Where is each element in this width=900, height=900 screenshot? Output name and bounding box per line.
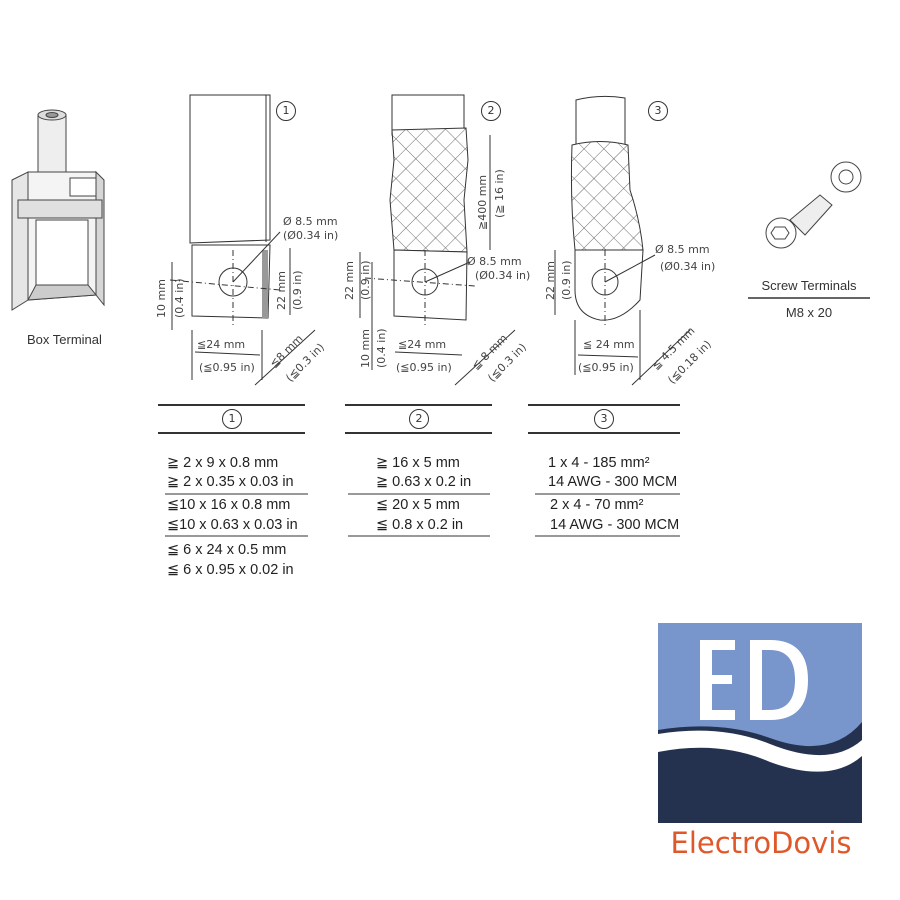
spec-row: 14 AWG - 300 MCM bbox=[548, 474, 678, 490]
height-mm: 22 mm bbox=[544, 261, 557, 300]
spec-row: ≦ 6 x 0.95 x 0.02 in bbox=[167, 562, 294, 578]
width-mm: ≦24 mm bbox=[398, 338, 447, 351]
width-mm: ≦ 24 mm bbox=[583, 338, 635, 351]
drawing-1-number: 1 bbox=[276, 101, 296, 121]
height-in: (0.9 in) bbox=[560, 260, 573, 300]
drawing-2-number: 2 bbox=[481, 101, 501, 121]
spec-row: 2 x 4 - 70 mm² bbox=[550, 497, 644, 513]
box-terminal-label: Box Terminal bbox=[27, 332, 102, 347]
box-terminal-drawing bbox=[11, 109, 105, 311]
flat-bar-drawing bbox=[169, 94, 316, 386]
hole-diameter-mm: Ø 8.5 mm bbox=[467, 255, 522, 268]
hole-diameter-mm: Ø 8.5 mm bbox=[283, 215, 338, 228]
screw-drawing bbox=[765, 161, 862, 249]
brand-name: ElectroDovis bbox=[670, 826, 852, 860]
hole-diameter-in: (Ø0.34 in) bbox=[283, 229, 339, 242]
electrodovis-logo bbox=[658, 623, 862, 823]
hole-diameter-in: (Ø0.34 in) bbox=[475, 269, 531, 282]
width-in: (≦0.95 in) bbox=[578, 361, 634, 374]
spec-row: ≧ 0.63 x 0.2 in bbox=[376, 474, 472, 490]
offset-mm: 10 mm bbox=[359, 329, 372, 368]
width-mm: ≦24 mm bbox=[197, 338, 246, 351]
spec-row: ≧ 16 x 5 mm bbox=[376, 455, 460, 471]
spec-row: 1 x 4 - 185 mm² bbox=[548, 455, 650, 471]
hole-diameter-mm: Ø 8.5 mm bbox=[655, 243, 710, 256]
spec-row: ≧ 2 x 9 x 0.8 mm bbox=[167, 455, 279, 471]
spec-row: ≦ 20 x 5 mm bbox=[376, 497, 460, 513]
screw-terminals-title: Screw Terminals bbox=[761, 278, 857, 293]
height-in: (0.9 in) bbox=[291, 270, 304, 310]
table-1-number: 1 bbox=[222, 409, 242, 429]
offset-in: (0.4 in) bbox=[173, 278, 186, 318]
width-in: (≦0.95 in) bbox=[396, 361, 452, 374]
width-in: (≦0.95 in) bbox=[199, 361, 255, 374]
spec-row: ≦10 x 16 x 0.8 mm bbox=[167, 497, 291, 513]
spec-row: ≦ 6 x 24 x 0.5 mm bbox=[167, 542, 287, 558]
height-mm: 22 mm bbox=[343, 261, 356, 300]
height-mm: 22 mm bbox=[275, 271, 288, 310]
offset-mm: 10 mm bbox=[155, 279, 168, 318]
spec-row: ≦ 0.8 x 0.2 in bbox=[376, 517, 464, 533]
braided-strap-drawing bbox=[359, 94, 516, 386]
height-in: (0.9 in) bbox=[359, 260, 372, 300]
length-mm: ≧400 mm bbox=[476, 174, 489, 230]
hole-diameter-in: (Ø0.34 in) bbox=[660, 260, 716, 273]
table-2-number: 2 bbox=[409, 409, 429, 429]
drawing-3-number: 3 bbox=[648, 101, 668, 121]
offset-in: (0.4 in) bbox=[375, 328, 388, 368]
cable-lug-drawing bbox=[554, 95, 691, 386]
table-rules bbox=[158, 404, 680, 537]
screw-terminals-size: M8 x 20 bbox=[785, 305, 833, 320]
spec-row: ≧ 2 x 0.35 x 0.03 in bbox=[167, 474, 294, 490]
spec-row: 14 AWG - 300 MCM bbox=[550, 517, 680, 533]
table-3-number: 3 bbox=[594, 409, 614, 429]
length-in: (≧ 16 in) bbox=[493, 169, 506, 218]
spec-row: ≦10 x 0.63 x 0.03 in bbox=[167, 517, 298, 533]
